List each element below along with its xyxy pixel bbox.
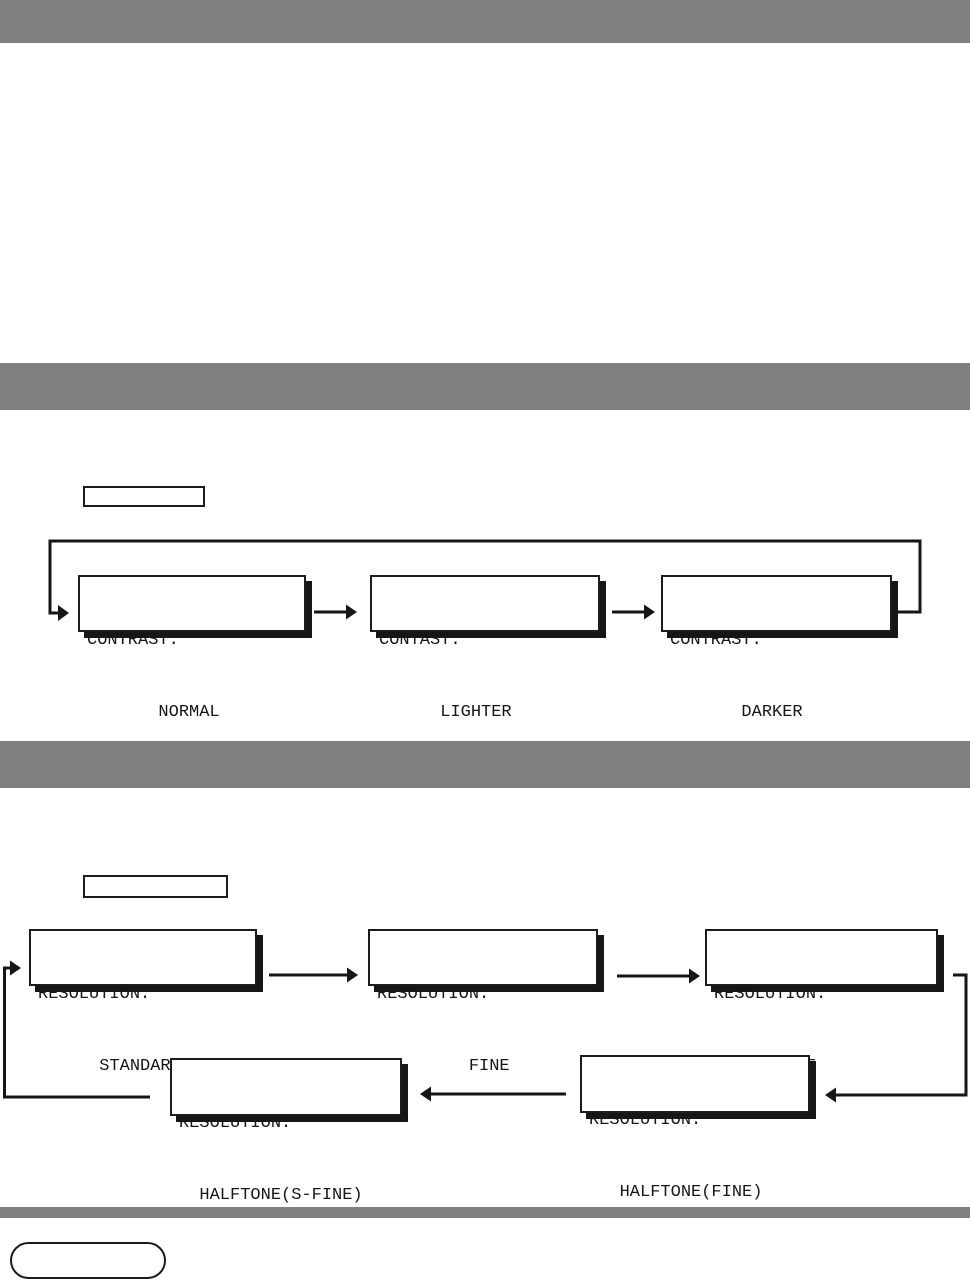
lcd-line2: HALFTONE(S-FINE) (179, 1186, 363, 1205)
lcd-display-resolution-halftone-sfine: RESOLUTION: HALFTONE(S-FINE) (170, 1058, 402, 1205)
lcd-display-resolution-standard: RESOLUTION: STANDARD (29, 929, 257, 1076)
lcd-line1: RESOLUTION: (38, 985, 151, 1004)
resolution-arrow-standard-to-fine (269, 967, 358, 983)
lcd-line2: LIGHTER (379, 703, 512, 722)
lcd-line2: DARKER (670, 703, 803, 722)
lcd-display-resolution-fine: RESOLUTION: FINE (368, 929, 598, 1076)
lcd-line1: CONTRAST: (87, 631, 179, 650)
lcd-display-resolution-sfine: RESOLUTION: S-FINE (705, 929, 938, 1076)
footer-note-oval-box (10, 1242, 166, 1279)
lcd-line2: HALFTONE(FINE) (589, 1183, 763, 1202)
top-banner-bar (0, 0, 970, 43)
lcd-line1: RESOLUTION: (714, 985, 827, 1004)
lcd-line1: RESOLUTION: (589, 1111, 702, 1130)
lcd-line1: RESOLUTION: (377, 985, 490, 1004)
lcd-display-contrast-lighter: CONTAST: LIGHTER (370, 575, 600, 722)
resolution-arrow-fine-to-sfine (617, 968, 700, 984)
lcd-line1: CONTAST: (379, 631, 461, 650)
resolution-section-bar (0, 741, 970, 788)
contrast-arrow-lighter-to-darker (612, 604, 655, 620)
contrast-section-bar (0, 363, 970, 410)
lcd-display-contrast-normal: CONTRAST: NORMAL (78, 575, 306, 722)
resolution-key-button-box (83, 875, 228, 898)
lcd-display-resolution-halftone-fine: RESOLUTION: HALFTONE(FINE) (580, 1055, 810, 1202)
lcd-line2: STANDARD (38, 1057, 181, 1076)
lcd-display-contrast-darker: CONTRAST: DARKER (661, 575, 892, 722)
contrast-arrow-normal-to-lighter (314, 604, 357, 620)
lcd-line2: NORMAL (87, 703, 220, 722)
lcd-line1: RESOLUTION: (179, 1114, 292, 1133)
lcd-line2: FINE (377, 1057, 510, 1076)
contrast-key-button-box (83, 486, 205, 507)
footer-rule-bar (0, 1207, 970, 1218)
lcd-line1: CONTRAST: (670, 631, 762, 650)
